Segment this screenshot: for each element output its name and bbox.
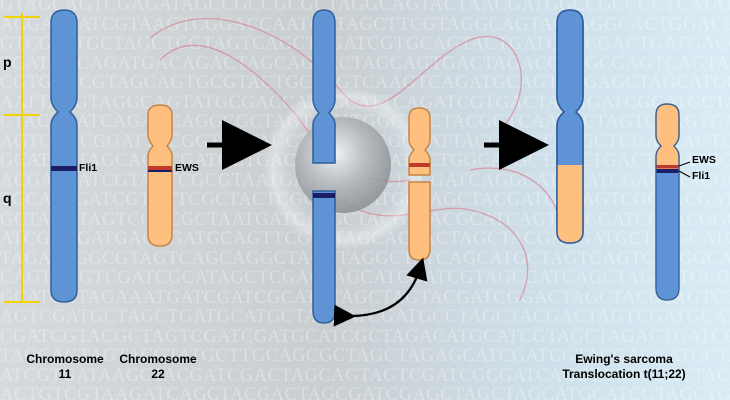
q-arm-label: q xyxy=(3,190,12,206)
chromosome-22 xyxy=(147,104,173,247)
fli1-band-broken xyxy=(313,193,335,198)
p-arm-label: p xyxy=(3,54,12,70)
caption-chromosome-22: Chromosome 22 xyxy=(119,352,197,381)
fusion-fli1-band xyxy=(656,169,679,173)
result-fli1-label: Fli1 xyxy=(692,170,711,182)
caption-chromosome-11: Chromosome 11 xyxy=(26,352,104,381)
cell-sphere xyxy=(263,86,427,250)
gene-leader-lines xyxy=(678,161,691,178)
arm-scale-bar xyxy=(4,13,40,303)
ews-label: EWS xyxy=(175,162,199,174)
result-ews-label: EWS xyxy=(692,154,716,166)
fli1-band xyxy=(51,166,77,171)
exchange-arrow xyxy=(333,257,428,327)
fli1-label: Fli1 xyxy=(79,162,98,174)
caption-ewing-translocation: Ewing's sarcoma Translocation t(11;22) xyxy=(562,352,686,381)
derivative-chromosome-22 xyxy=(655,103,680,301)
chromosome-22-breaking xyxy=(408,107,431,261)
fusion-ews-band xyxy=(656,165,679,169)
derivative-chromosome-11 xyxy=(556,9,584,244)
ews-band xyxy=(148,166,172,171)
chromosome-11 xyxy=(50,9,78,303)
